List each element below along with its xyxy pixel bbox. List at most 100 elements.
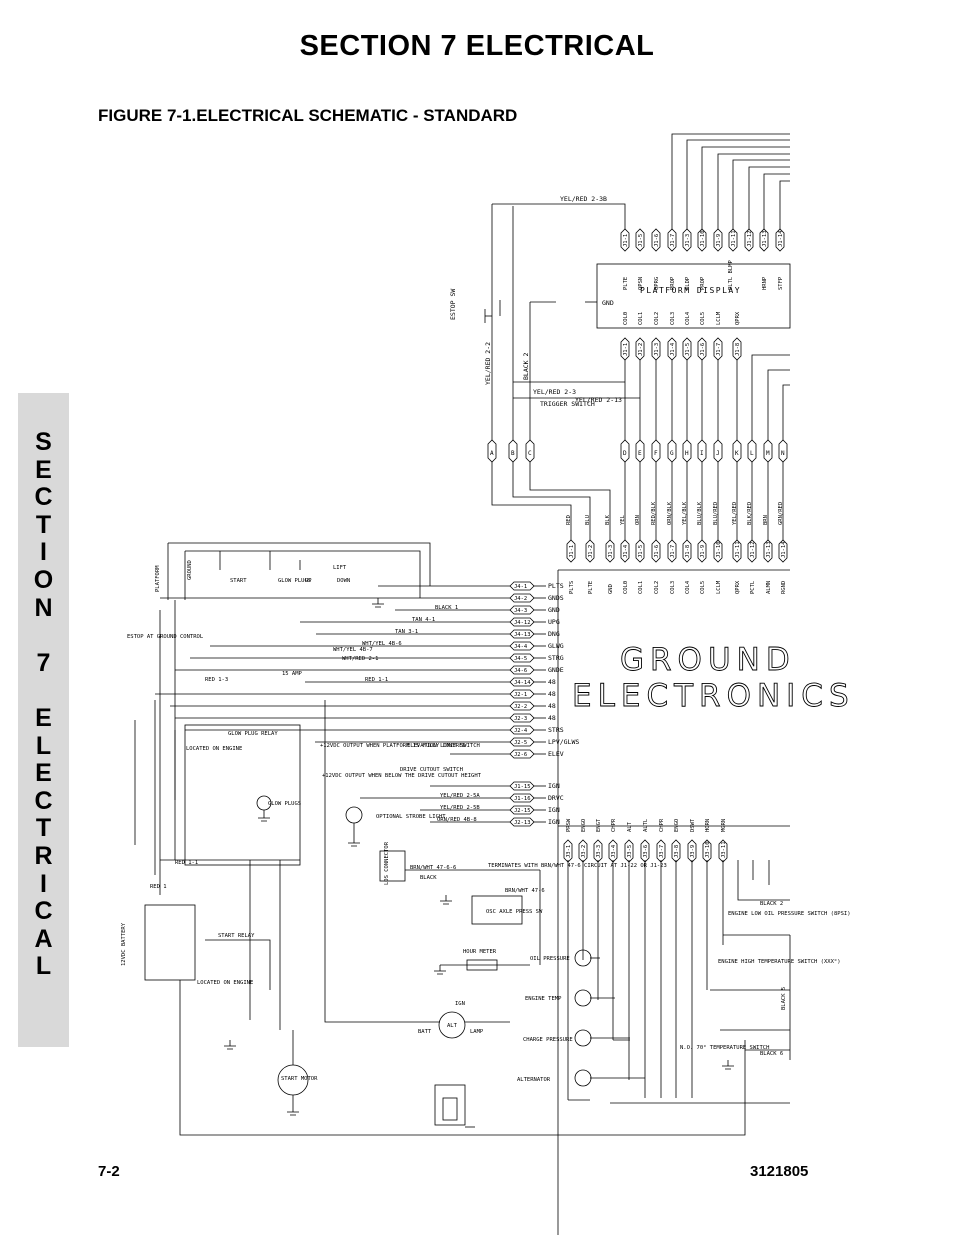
vertical-wire-label: GRN/RED — [778, 502, 784, 525]
letter-connector-label: C — [528, 450, 532, 457]
annotation-charge-pressure: CHARGE PRESSURE — [523, 1037, 573, 1043]
letter-connector: L — [747, 439, 757, 463]
vertical-wire-label: BLU/BLK — [697, 501, 703, 525]
wire-connector: J1-4 — [620, 539, 630, 563]
vertical-wire-label: RED — [566, 515, 572, 525]
connector-label: J1-10 — [700, 230, 706, 247]
annotation-orn-red-4b8: ORN/RED 4B-8 — [437, 817, 477, 823]
connector-label: J1-13 — [762, 230, 768, 247]
wire-connector: J1-14 — [778, 539, 788, 563]
side-tab-letter: C — [34, 786, 53, 815]
side-tab-letter: T — [35, 814, 52, 843]
connector-label: J3-3 — [596, 845, 602, 858]
ground-bottom-pin: HORN — [705, 819, 711, 832]
left-pin-label: 48 — [548, 690, 556, 698]
annotation-located-on-engine2: LOCATED ON ENGINE — [197, 980, 253, 986]
wire-connector: J1-6 — [651, 539, 661, 563]
letter-connector: B — [508, 439, 518, 463]
wire-connector: J1-5 — [682, 337, 692, 361]
annotation-glow-plugs: GLOW PLUGS — [278, 578, 311, 584]
side-tab-letter: N — [34, 593, 53, 622]
connector-label: J1-1 — [623, 234, 629, 247]
side-tab-letter: I — [40, 869, 47, 898]
section-title: SECTION 7 ELECTRICAL — [299, 30, 655, 62]
left-pin-label: GND — [548, 606, 560, 614]
page-number: 7-2 — [98, 1163, 120, 1180]
annotation-wht-yel-4b6: WHT/YEL 4B-6 — [362, 641, 402, 647]
side-tab-letter: A — [34, 924, 53, 953]
left-pin-ref: J2-6 — [514, 752, 527, 758]
connector-label: J3-4 — [611, 844, 617, 858]
ground-bottom-pin: CHPR — [659, 818, 665, 832]
display-bottom-pin: COL1 — [638, 312, 644, 325]
connector-label: J1-1 — [569, 545, 575, 558]
connector-label: J3-2 — [581, 845, 587, 858]
ground-bottom-pin: PRSW — [566, 818, 572, 832]
left-pin-ref: J4-2 — [514, 596, 527, 602]
side-tab-letter: L — [35, 952, 52, 981]
annotation-amp-15: 15 AMP — [282, 671, 303, 677]
left-pin-ref: J2-4 — [514, 728, 528, 734]
left-pin-ref: J2-5 — [514, 740, 527, 746]
annotation-black-1: BLACK 1 — [435, 605, 458, 611]
wire-connector: J1-11 — [732, 539, 742, 563]
annotation-brn-wht-476: BRN/WHT 47-6-6 — [410, 865, 456, 871]
ground-top-pin: GND — [608, 584, 614, 594]
annotation-black-5: BLACK 5 — [781, 987, 787, 1010]
ground-top-pin: ALMN — [766, 581, 772, 594]
annotation-out-12v-platform: +12VDC OUTPUT WHEN PLATFORM IS FULLY LOW… — [320, 743, 466, 749]
display-top-pin: FLDP — [685, 276, 691, 290]
wire-connector: J1-2 — [635, 337, 645, 361]
ground-top-pin: COL0 — [623, 581, 629, 594]
left-pin-label: GNDS — [548, 594, 564, 602]
left-pin-ref: J4-12 — [514, 620, 531, 626]
wire-connector: J3-5 — [624, 839, 634, 863]
left-pin-label: 48 — [548, 714, 556, 722]
wire-connector: J3-4 — [608, 839, 618, 863]
display-top-pin: HRNP — [762, 276, 768, 290]
left-pin-ref: J4-1 — [514, 584, 527, 590]
letter-connector: A — [487, 439, 497, 463]
wire-connector: J1-7 — [667, 228, 677, 252]
wire-connector: J1-8 — [732, 337, 742, 361]
letter-connector-label: J — [716, 450, 720, 457]
wire-label-top: YEL/RED 2-3B — [560, 195, 607, 203]
left-pin-ref: J2-13 — [514, 820, 531, 826]
letter-connector: E — [635, 439, 645, 463]
annotation-red-1-1: RED 1-1 — [365, 677, 388, 683]
letter-connector: F — [651, 439, 661, 463]
display-top-pin: PLTE — [623, 277, 629, 290]
annotation-strobe: OPTIONAL STROBE LIGHT — [376, 814, 446, 820]
left-pin-label: IGN — [548, 806, 560, 814]
ground-top-pin: COL2 — [654, 581, 660, 594]
annotation-glow-plug-relay: GLOW PLUG RELAY — [228, 731, 278, 737]
side-tab-letter: O — [33, 565, 54, 594]
left-pin-label: PLTS — [548, 582, 564, 590]
annotation-terminates: TERMINATES WITH BRN/WHT 47-6 CIRCUIT AT … — [488, 863, 667, 869]
left-pin-ref: J1-15 — [514, 784, 531, 790]
letter-connector: H — [682, 439, 692, 463]
vertical-wire-label: ORN — [635, 515, 641, 525]
left-pin-label: STRS — [548, 726, 564, 734]
wire-connector: J1-12 — [744, 228, 754, 252]
letter-connector: I — [697, 439, 707, 463]
annotation-red-1: RED 1 — [150, 884, 167, 890]
left-pin-ref: J4-14 — [514, 680, 531, 686]
connector-label: J1-12 — [750, 541, 756, 558]
connector-label: J1-8 — [735, 343, 741, 356]
side-tab-letter: R — [34, 841, 53, 870]
letter-connector-label: G — [670, 450, 674, 457]
ground-bottom-pin: CHPR — [611, 818, 617, 832]
vertical-wire-label: RED/BLK — [651, 501, 657, 525]
wire-connector: J1-1 — [620, 337, 630, 361]
connector-label: J1-5 — [638, 545, 644, 558]
wire-connector: J1-12 — [747, 539, 757, 563]
wire-connector: J1-1 — [620, 228, 630, 252]
left-pin-label: 48 — [548, 702, 556, 710]
ground-top-pin: LCLM — [716, 580, 722, 594]
